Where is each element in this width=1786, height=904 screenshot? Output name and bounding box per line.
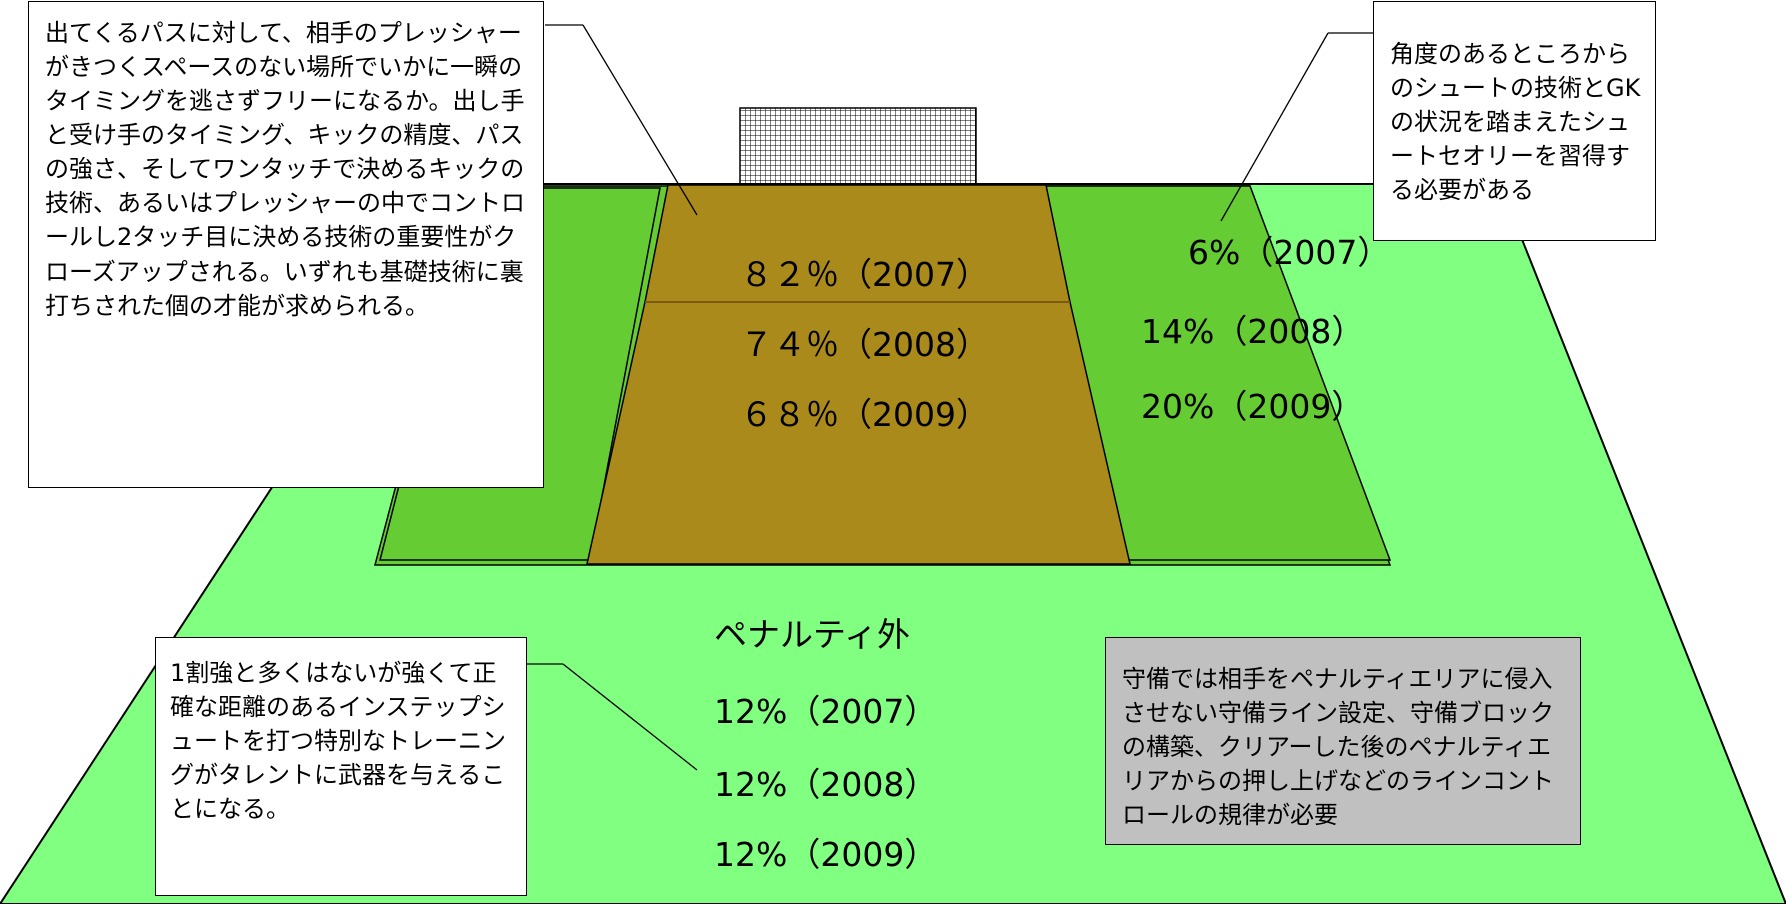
goal-area-stat-2008: ７４％（2008） — [740, 325, 989, 364]
goal-net — [739, 107, 977, 185]
outside-stat-2007: 12%（2007） — [714, 692, 938, 731]
side-stat-2007: 6%（2007） — [1188, 233, 1391, 272]
goal-area-stat-2009: ６８％（2009） — [740, 395, 989, 434]
side-stat-2008: 14%（2008） — [1141, 312, 1365, 351]
callout-leader-goal-area-2 — [582, 24, 698, 216]
callout-defense-note: 守備では相手をペナルティエリアに侵入させない守備ライン設定、守備ブロックの構築、… — [1105, 637, 1581, 845]
callout-leader-outside-2 — [562, 663, 698, 771]
callout-angle-shot: 角度のあるところからのシュートの技術とGKの状況を踏まえたシュートセオリーを習得… — [1373, 1, 1656, 241]
outside-stat-2008: 12%（2008） — [714, 765, 938, 804]
callout-outside-penalty: 1割強と多くはないが強くて正確な距離のあるインステップシュートを打つ特別なトレー… — [155, 637, 527, 896]
callout-leader-angle-2 — [1220, 32, 1329, 222]
outside-stat-2009: 12%（2009） — [714, 835, 938, 874]
callout-goal-area: 出てくるパスに対して、相手のプレッシャーがきつくスペースのない場所でいかに一瞬の… — [28, 1, 544, 488]
goal-area-stat-2007: ８２％（2007） — [740, 255, 989, 294]
side-stat-2009: 20%（2009） — [1141, 387, 1365, 426]
outside-penalty-title: ペナルティ外 — [714, 615, 911, 654]
